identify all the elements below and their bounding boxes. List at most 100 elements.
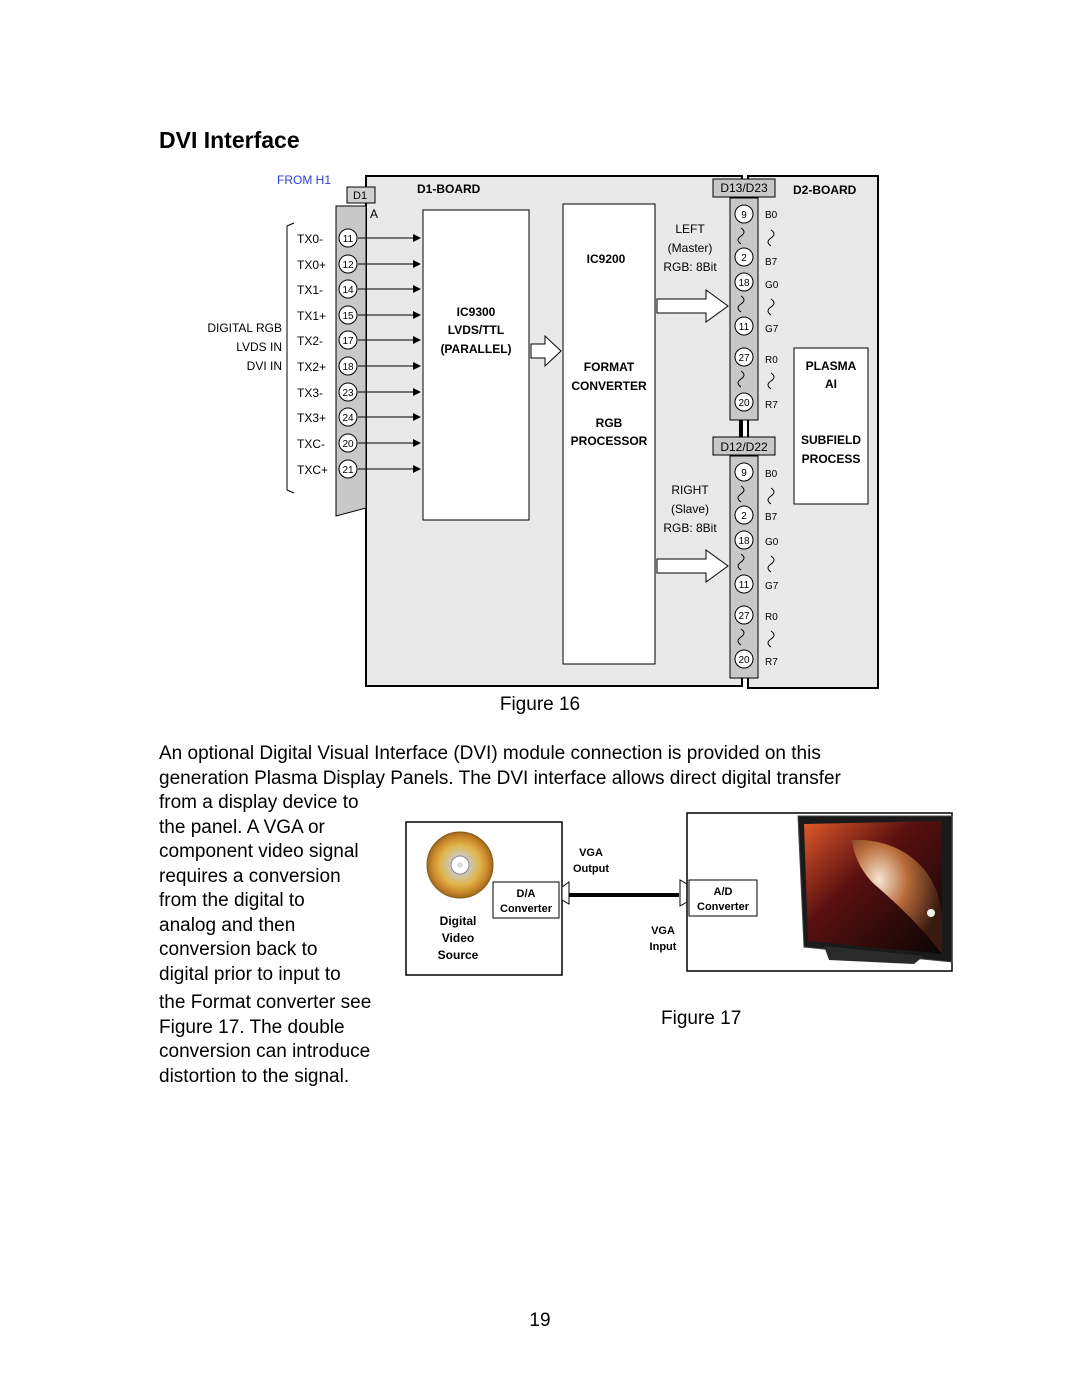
pin-row: TX2-17: [297, 330, 421, 350]
ic9300-label: IC9300: [457, 305, 496, 319]
paragraph-line: the Format converter see: [159, 992, 372, 1013]
pin-signal: TXC-: [297, 437, 325, 451]
pin-circle: [338, 407, 358, 427]
processor-label: PROCESSOR: [571, 434, 648, 448]
input-pin-rows: TX0-11 TX0+12 TX1-14 TX1+15 TX2-17 TX2+1…: [297, 228, 421, 479]
conn-pin-number: 18: [738, 536, 750, 547]
ic9300-lvds-label: LVDS/TTL: [448, 323, 504, 337]
pin-number: 24: [342, 413, 354, 424]
arrow-ic9300-to-ic9200: [530, 334, 562, 368]
conn-pin-label: G0: [765, 537, 779, 548]
vga-output-line-1: VGA: [579, 847, 603, 859]
plasma-tv-icon: [797, 815, 953, 964]
da-line-2: Converter: [500, 903, 553, 915]
source-line-1: Digital: [440, 914, 477, 928]
ic9200-label: IC9200: [587, 252, 626, 266]
conn-pin-label: B0: [765, 469, 778, 480]
left-rgb-label: RGB: 8Bit: [663, 260, 717, 274]
conn-lower-strip: [729, 455, 759, 679]
figure-17-diagram: Digital Video Source D/A Converter VGA O…: [405, 812, 953, 976]
input-group-line-1: DIGITAL RGB: [207, 321, 282, 335]
d1-board-label: D1-BOARD: [417, 182, 481, 196]
source-line-3: Source: [438, 948, 479, 962]
ic9200-block: [562, 203, 656, 665]
figure-16-caption: Figure 16: [499, 694, 581, 715]
conn-pin-number: 27: [738, 611, 750, 622]
da-converter-box: [492, 881, 560, 919]
ad-line-2: Converter: [697, 901, 750, 913]
pin-circle: [338, 254, 358, 274]
conn-pin-label: G7: [765, 581, 779, 592]
paragraph-line: An optional Digital Visual Interface (DV…: [159, 743, 821, 764]
plasma-block: [793, 347, 869, 505]
conn-pin-number: 18: [738, 278, 750, 289]
conn-pin-number: 20: [738, 655, 750, 666]
pin-circle: [338, 459, 358, 479]
left-output-arrow: [656, 289, 729, 323]
pin-signal: TX3+: [297, 411, 326, 425]
pin-number: 20: [342, 439, 354, 450]
conn-pin-label: G7: [765, 324, 779, 335]
input-group-line-2: LVDS IN: [236, 340, 282, 354]
paragraph-line: conversion can introduce: [159, 1041, 371, 1062]
pin-row: TX3+ 24: [297, 407, 421, 427]
pin-signal: TX2-: [297, 334, 323, 348]
paragraph-line: requires a conversion: [159, 865, 341, 887]
conn-lower-tab: [712, 436, 776, 456]
conn-pin-label: B0: [765, 210, 778, 221]
paragraph-full-lines: An optional Digital Visual Interface (DV…: [159, 742, 939, 791]
process-label: PROCESS: [802, 452, 861, 466]
conn-pin-label: R7: [765, 657, 778, 668]
paragraph-line: distortion to the signal.: [159, 1065, 350, 1087]
ad-converter-box: [688, 879, 758, 917]
figure-16-diagram: FROM H1 D1 B A D1-BOARD D2-BOARD DIGITAL…: [207, 173, 879, 689]
paragraph-line: component video signal: [159, 841, 359, 862]
source-line-2: Video: [442, 931, 474, 945]
left-label: LEFT: [675, 222, 705, 236]
conn-upper-strip: [729, 197, 759, 421]
pin-signal: TX0+: [297, 258, 326, 272]
pin-row: TX1-14: [297, 279, 421, 299]
pin-circle: [338, 330, 358, 350]
conn-upper-label: D13/D23: [720, 181, 768, 195]
paragraph-line: from the digital to: [159, 890, 305, 911]
conn-pin-number: 9: [741, 210, 747, 221]
paragraph-line: conversion back to: [159, 939, 318, 960]
conn-pin-label: B7: [765, 512, 778, 523]
pin-row: TX0+ 12: [297, 254, 421, 274]
conn-pin-label: R7: [765, 400, 778, 411]
pin-number: 18: [342, 362, 354, 373]
paragraph-line: generation Plasma Display Panels. The DV…: [159, 767, 841, 789]
pin-number: 11: [343, 234, 354, 245]
conn-pin-number: 11: [739, 322, 750, 333]
paragraph-line: the panel. A VGA or: [159, 816, 325, 838]
conn-lower-label: D12/D22: [720, 440, 768, 454]
ad-line-1: A/D: [714, 886, 733, 898]
input-bracket: [286, 222, 295, 494]
pin-circle: [338, 228, 358, 248]
pin-circle: [338, 433, 358, 453]
conn-pin-label: B7: [765, 257, 778, 268]
pin-circle: [338, 305, 358, 325]
pin-number: 21: [342, 465, 354, 476]
paragraph-line: analog and then: [159, 914, 296, 936]
pin-row: TXC- 20: [297, 433, 421, 453]
pin-number: 12: [342, 260, 354, 271]
d1-connector-tab: [346, 186, 376, 204]
rgb-label: RGB: [596, 416, 623, 430]
pin-circle: [338, 356, 358, 376]
master-label: (Master): [668, 241, 713, 255]
pin-signal: TX0-: [297, 232, 323, 246]
pin-number: 14: [342, 285, 354, 296]
from-h1-label: FROM H1: [277, 173, 331, 187]
d2-board-label: D2-BOARD: [793, 183, 857, 197]
section-title: DVI Interface: [159, 127, 300, 153]
pin-signal: TX3-: [297, 386, 323, 400]
right-output-arrow: [656, 549, 729, 583]
conn-pin-number: 9: [741, 468, 747, 479]
vga-output-line-2: Output: [573, 863, 609, 875]
converter-label: CONVERTER: [571, 379, 647, 393]
ai-label: AI: [825, 377, 837, 391]
